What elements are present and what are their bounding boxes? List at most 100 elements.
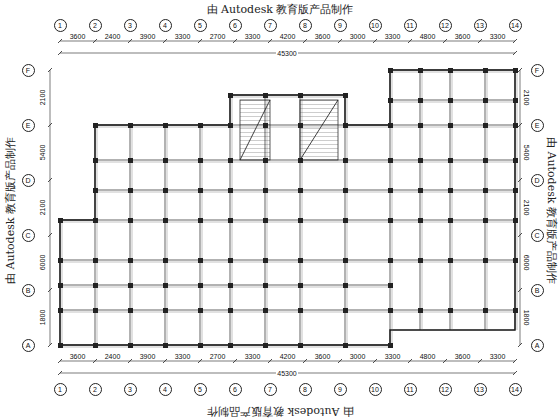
beam-line <box>450 70 451 330</box>
column <box>228 188 233 193</box>
dimension-text: 4800 <box>419 353 437 360</box>
beam-line <box>62 220 63 345</box>
column <box>58 218 63 223</box>
column <box>228 158 233 163</box>
axis-number: B <box>535 287 540 294</box>
column <box>388 283 393 288</box>
beam-line <box>452 70 453 330</box>
axis-bubble: 8 <box>299 383 312 396</box>
dimension-tick <box>338 39 342 43</box>
axis-bubble: 5 <box>194 383 207 396</box>
dimension-tick <box>198 359 202 363</box>
beam-line <box>60 345 390 346</box>
column <box>93 123 98 128</box>
column <box>483 123 488 128</box>
beam-line <box>517 70 518 330</box>
axis-bubble: 11 <box>404 383 417 396</box>
dimension-line <box>50 70 51 345</box>
axis-number: 10 <box>371 22 379 29</box>
column <box>263 258 268 263</box>
column <box>58 308 63 313</box>
dimension-text: 3900 <box>139 353 157 360</box>
beam-line <box>60 347 390 348</box>
column <box>128 188 133 193</box>
dimension-tick <box>513 51 517 55</box>
axis-number: 11 <box>406 386 413 393</box>
column <box>198 343 203 348</box>
axis-number: A <box>26 342 31 349</box>
axis-number: 6 <box>233 22 237 29</box>
dimension-tick <box>373 39 377 43</box>
dimension-text: 3600 <box>454 33 472 40</box>
dimension-tick <box>513 39 517 43</box>
axis-bubble: 6 <box>229 383 242 396</box>
column <box>298 343 303 348</box>
watermark: 由 Autodesk 教育版产品制作 <box>206 406 355 417</box>
dimension-text: 2700 <box>209 353 227 360</box>
dimension-text: 4800 <box>419 33 437 40</box>
column <box>483 218 488 223</box>
column <box>93 283 98 288</box>
column <box>128 158 133 163</box>
column <box>163 123 168 128</box>
dimension-tick <box>58 39 62 43</box>
axis-number: 3 <box>128 386 132 393</box>
axis-bubble: 12 <box>439 383 452 396</box>
stair-arrow <box>240 100 270 160</box>
dimension-tick <box>58 359 62 363</box>
dimension-tick <box>408 359 412 363</box>
column <box>418 218 423 223</box>
column <box>263 218 268 223</box>
column <box>198 218 203 223</box>
axis-number: F <box>535 67 539 74</box>
dimension-tick <box>268 39 272 43</box>
axis-number: 12 <box>441 386 449 393</box>
dimension-tick <box>233 359 237 363</box>
beam-grid <box>58 68 518 348</box>
column <box>128 283 133 288</box>
dimension-text: 2100 <box>39 199 46 217</box>
column <box>163 188 168 193</box>
column <box>388 123 393 128</box>
dimension-tick <box>163 39 167 43</box>
column <box>513 258 518 263</box>
axis-number: 4 <box>163 386 167 393</box>
beam-line <box>60 285 390 286</box>
column <box>388 218 393 223</box>
column <box>448 308 453 313</box>
beam-line <box>230 97 345 98</box>
dimension-text: 3300 <box>489 33 507 40</box>
column <box>93 308 98 313</box>
axis-bubble: 12 <box>439 19 452 32</box>
axis-bubble: B <box>22 284 35 297</box>
axis-number: 10 <box>371 386 379 393</box>
column <box>388 258 393 263</box>
column <box>298 123 303 128</box>
axis-number: D <box>534 177 539 184</box>
axis-bubble: 13 <box>474 383 487 396</box>
dimension-text: 3600 <box>69 353 87 360</box>
axis-bubble: 4 <box>159 383 172 396</box>
column <box>388 343 393 348</box>
column <box>343 158 348 163</box>
column <box>298 308 303 313</box>
dimension-tick <box>198 39 202 43</box>
stair-flight <box>300 100 338 160</box>
beam-line <box>422 70 423 330</box>
column <box>93 258 98 263</box>
axis-bubble: A <box>22 339 35 352</box>
column <box>198 258 203 263</box>
dimension-tick <box>408 39 412 43</box>
axis-bubble: 9 <box>334 383 347 396</box>
axis-bubble: 1 <box>54 19 67 32</box>
column <box>263 343 268 348</box>
watermark: 由 Autodesk 教育版产品制作 <box>5 136 16 285</box>
watermark: 由 Autodesk 教育版产品制作 <box>206 4 355 15</box>
column <box>483 258 488 263</box>
column <box>128 258 133 263</box>
dimension-text: 1800 <box>39 309 46 327</box>
dimension-text: 3000 <box>349 353 367 360</box>
dimension-tick <box>373 359 377 363</box>
axis-bubble: 14 <box>509 19 522 32</box>
column <box>513 123 518 128</box>
